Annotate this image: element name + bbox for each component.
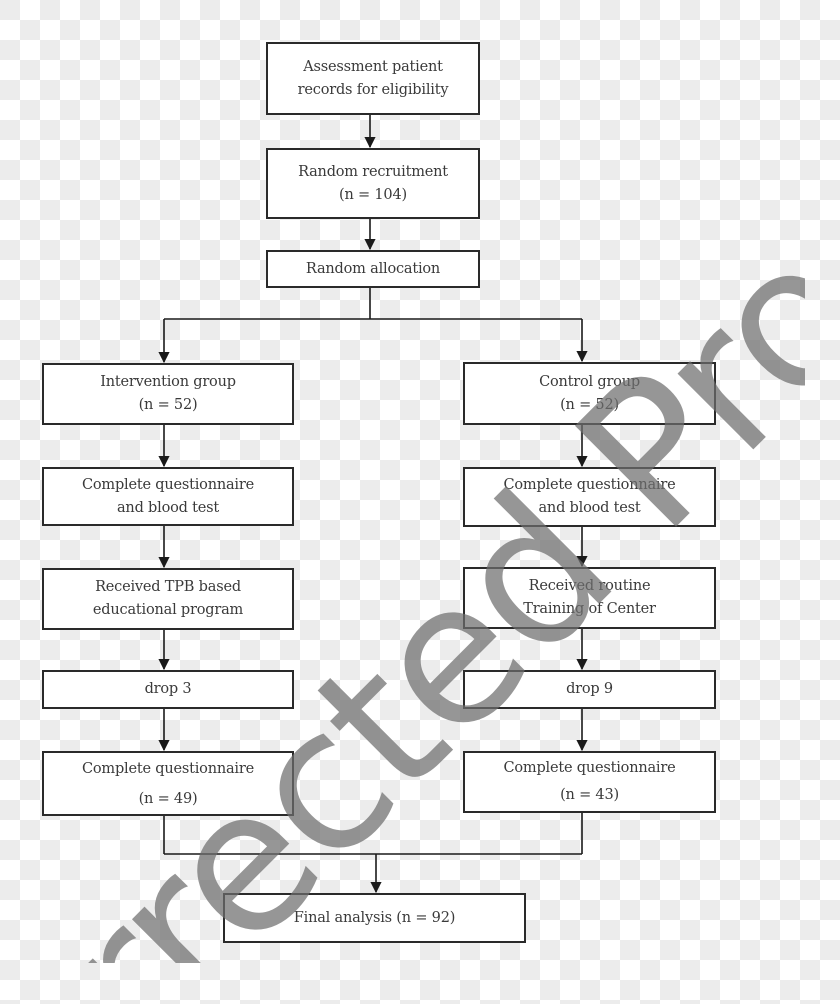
node-text: (n = 52): [138, 397, 198, 413]
node-intervention-program: Received TPB based educational program: [42, 568, 294, 630]
node-text: Received TPB based: [95, 579, 241, 595]
node-text: records for eligibility: [297, 81, 449, 98]
node-text: Complete questionnaire: [81, 476, 254, 493]
node-assessment: Assessment patient records for eligibili…: [266, 42, 480, 115]
node-text: Random recruitment: [298, 163, 448, 180]
node-text: Intervention group: [100, 374, 236, 390]
node-text: Complete questionnaire: [503, 760, 676, 776]
node-text: Training of Center: [523, 601, 656, 617]
node-allocation: Random allocation: [266, 250, 480, 288]
node-text: (n = 104): [339, 186, 407, 203]
node-text: Assessment patient: [303, 58, 443, 75]
node-recruitment: Random recruitment (n = 104): [266, 148, 480, 219]
node-intervention-group: Intervention group (n = 52): [42, 363, 294, 425]
node-text: (n = 49): [138, 790, 198, 807]
node-text: (n = 43): [560, 787, 619, 803]
node-text: Complete questionnaire: [503, 477, 676, 493]
node-text: Complete questionnaire: [81, 760, 254, 777]
node-text: educational program: [92, 602, 244, 618]
node-text: (n = 52): [560, 396, 619, 413]
node-text: drop 3: [144, 681, 192, 697]
node-control-baseline: Complete questionnaire and blood test: [463, 467, 716, 527]
node-control-followup: Complete questionnaire (n = 43): [463, 751, 716, 813]
node-control-program: Received routine Training of Center: [463, 567, 716, 629]
node-intervention-followup: Complete questionnaire (n = 49): [42, 751, 294, 816]
node-text: Control group: [539, 373, 640, 390]
node-intervention-baseline: Complete questionnaire and blood test: [42, 467, 294, 526]
node-control-group: Control group (n = 52): [463, 362, 716, 425]
node-text: drop 9: [566, 681, 613, 697]
node-text: Received routine: [528, 578, 651, 594]
node-text: and blood test: [116, 499, 220, 516]
node-text: and blood test: [538, 500, 641, 516]
node-text: Final analysis (n = 92): [293, 909, 456, 926]
node-text: Random allocation: [305, 260, 441, 277]
node-final-analysis: Final analysis (n = 92): [223, 893, 526, 943]
node-control-drop: drop 9: [463, 670, 716, 709]
node-intervention-drop: drop 3: [42, 670, 294, 709]
